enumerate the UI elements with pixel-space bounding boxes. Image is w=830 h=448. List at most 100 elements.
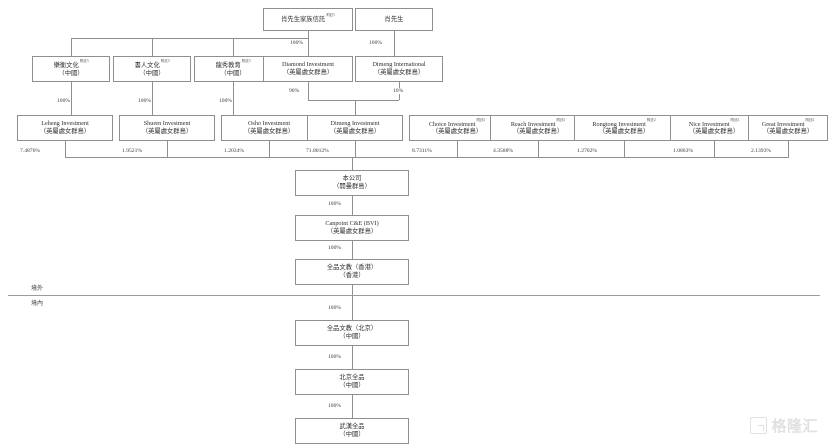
node-dimeng-name: Dimeng Investment — [330, 120, 380, 128]
node-rongtong-footnote: 附註2 — [646, 117, 656, 122]
percentage-p_nice: 1.0863% — [672, 148, 695, 154]
node-company-name: 本公司 — [342, 175, 362, 183]
node-diamond: Diamond Investment（英屬處女群島） — [263, 56, 353, 82]
connector-leheng-to-bus — [65, 141, 66, 157]
node-diamond-name: Diamond Investment — [281, 61, 335, 69]
connector-leheng-wh-down — [71, 82, 72, 115]
connector-trust-down — [308, 31, 309, 56]
node-choice-jurisdiction: （英屬處女群島） — [431, 128, 483, 136]
percentage-p_company: 100% — [327, 201, 343, 207]
node-nice: Nice Investment附註2（英屬處女群島） — [670, 115, 758, 141]
node-osho-jurisdiction: （英屬處女群島） — [243, 127, 295, 135]
watermark-logo-icon — [750, 417, 768, 434]
node-great-jurisdiction: （英屬處女群島） — [762, 128, 814, 136]
connector-longxiu-down — [233, 82, 234, 115]
node-reach-footnote: 附註2 — [556, 117, 566, 122]
node-osho-name: Osho Investment — [247, 120, 291, 128]
node-shurenwh-name: 書人文化附註3 — [134, 58, 170, 69]
percentage-p_hk_bj: 100% — [327, 305, 343, 311]
percentage-p_xiao_dimengi: 100% — [368, 40, 384, 46]
percentage-p_dimengi_dimeng: 10% — [392, 88, 405, 94]
node-choice: Choice Investment附註2（英屬處女群島） — [409, 115, 505, 141]
node-shurenwh-footnote: 附註3 — [160, 58, 170, 63]
percentage-p_bjqp_whqp: 100% — [327, 403, 343, 409]
percentage-p_leheng: 7.4876% — [19, 148, 42, 154]
percentage-p_choice: 8.7311% — [411, 148, 433, 154]
node-shurenwh: 書人文化附註3（中國） — [113, 56, 191, 82]
onshore-offshore-divider — [8, 295, 820, 296]
node-lehengwh-name: 樂衡文化附註3 — [53, 58, 89, 69]
connector-company-canpoint — [352, 196, 353, 215]
watermark: 格隆汇 — [750, 415, 818, 436]
node-company-jurisdiction: （開曼群島） — [333, 183, 371, 190]
connector-bjqp-whqp — [352, 395, 353, 418]
connector-nice-to-bus — [714, 141, 715, 157]
node-great-name: Great Investment附註2 — [761, 117, 815, 128]
connector-shuren-to-bus — [167, 141, 168, 157]
connector-shuren-wh-down — [152, 82, 153, 115]
node-qpwjbj-name: 全品文教（北京） — [326, 325, 378, 333]
node-leheng-jurisdiction: （英屬處女群島） — [39, 127, 91, 135]
connector-bus-to-company — [352, 157, 353, 170]
zone-label-offshore: 境外 — [31, 286, 44, 292]
percentage-p_osho: 1.2034% — [223, 148, 246, 154]
node-canpoint-jurisdiction: （英屬處女群島） — [326, 227, 378, 235]
node-trust-footnote: 附註1 — [326, 13, 335, 18]
percentage-p_dimeng: 71.8012% — [305, 148, 330, 154]
node-dimeng: Dimeng Investment（英屬處女群島） — [307, 115, 403, 141]
node-shuren-name: Shuren Investment — [143, 120, 191, 128]
connector-rail-to-longxiu — [233, 38, 234, 56]
connector-bracket-to-dimeng — [355, 100, 356, 115]
node-canpoint-name: Canpoint C&E (BVI) — [325, 220, 379, 228]
node-mr_xiao-name: 肖先生 — [384, 15, 404, 23]
node-dimeng-jurisdiction: （英屬處女群島） — [329, 127, 381, 135]
node-longxiu-name: 龍秀教育附註3 — [215, 58, 251, 69]
connector-dimeng-to-bus — [355, 141, 356, 157]
node-whqp-jurisdiction: （中國） — [339, 431, 365, 438]
node-shurenwh-jurisdiction: （中國） — [139, 69, 165, 77]
node-great: Great Investment附註2（英屬處女群島） — [748, 115, 828, 141]
node-dimengintl-name: Dimeng International — [372, 61, 426, 69]
connector-rongtong-to-bus — [624, 141, 625, 157]
node-qpwjbj-jurisdiction: （中國） — [339, 333, 365, 340]
node-lehengwh: 樂衡文化附註3（中國） — [32, 56, 110, 82]
percentage-p_longxiu: 100% — [218, 98, 234, 104]
node-reach-jurisdiction: （英屬處女群島） — [512, 128, 564, 136]
connector-hk-across-border — [352, 285, 353, 320]
connector-osho-to-bus — [269, 141, 270, 157]
percentage-p_trust_diamond: 100% — [289, 40, 305, 46]
node-bjqp-jurisdiction: （中國） — [339, 382, 365, 389]
connector-shareholder-busbar — [65, 157, 789, 158]
node-reach-name: Reach Investment附註2 — [510, 117, 566, 128]
node-leheng: Leheng Investment（英屬處女群島） — [17, 115, 113, 141]
node-shuren: Shuren Investment（英屬處女群島） — [119, 115, 215, 141]
node-whqp: 武漢全品（中國） — [295, 418, 409, 444]
node-longxiu-footnote: 附註3 — [241, 58, 251, 63]
percentage-p_bj_bjqp: 100% — [327, 354, 343, 360]
node-trust: 肖先生家族信託附註1 — [263, 8, 353, 31]
node-lehengwh-jurisdiction: （中國） — [58, 69, 84, 77]
node-mr_xiao: 肖先生 — [355, 8, 433, 31]
node-diamond-jurisdiction: （英屬處女群島） — [282, 68, 334, 76]
node-reach: Reach Investment附註2（英屬處女群島） — [490, 115, 586, 141]
node-rongtong: Rongtong Investment附註2（英屬處女群島） — [574, 115, 674, 141]
node-great-footnote: 附註2 — [805, 117, 815, 122]
percentage-p_shuren_wh: 100% — [137, 98, 153, 104]
node-dimengintl: Dimeng International（英屬處女群島） — [355, 56, 443, 82]
node-nice-footnote: 附註2 — [730, 117, 740, 122]
percentage-p_canpoint: 100% — [327, 245, 343, 251]
node-shuren-jurisdiction: （英屬處女群島） — [141, 127, 193, 135]
node-choice-footnote: 附註2 — [476, 117, 486, 122]
node-leheng-name: Leheng Investment — [41, 120, 89, 128]
node-qpwjbj: 全品文教（北京）（中國） — [295, 320, 409, 346]
node-longxiu-jurisdiction: （中國） — [220, 69, 246, 77]
node-bjqp-name: 北京全品 — [339, 374, 365, 382]
connector-reach-to-bus — [538, 141, 539, 157]
connector-diamond-bracket — [308, 100, 399, 101]
node-bjqp: 北京全品（中國） — [295, 369, 409, 395]
node-trust-name: 肖先生家族信託附註1 — [281, 13, 335, 24]
node-lehengwh-footnote: 附註3 — [79, 58, 89, 63]
node-nice-jurisdiction: （英屬處女群島） — [688, 128, 740, 136]
node-rongtong-name: Rongtong Investment附註2 — [592, 117, 656, 128]
